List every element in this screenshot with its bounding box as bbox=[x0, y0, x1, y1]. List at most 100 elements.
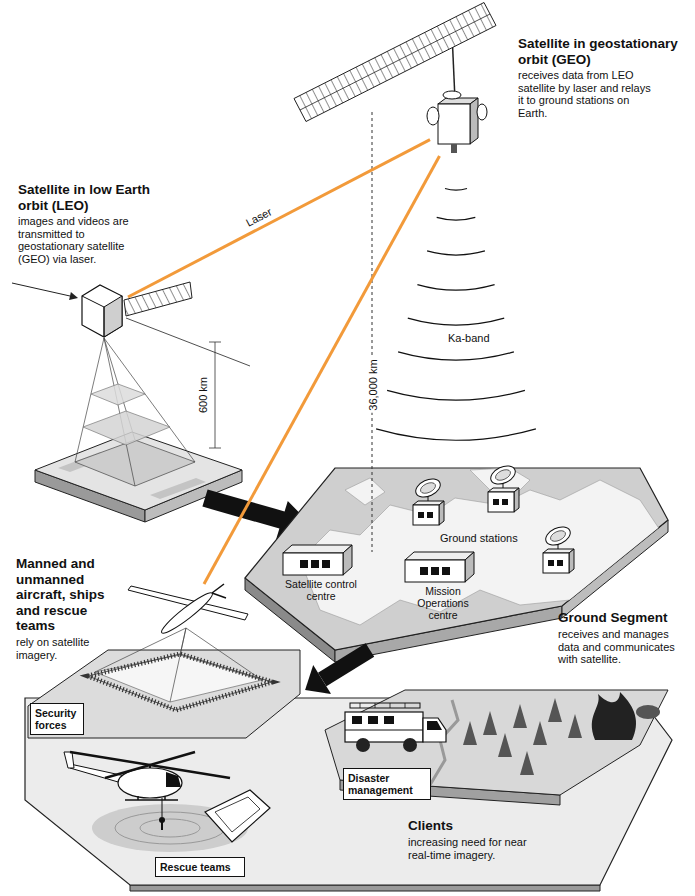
ground-station-dishes bbox=[557, 560, 563, 566]
leo-satellite bbox=[12, 283, 70, 296]
rescue-scene bbox=[70, 752, 230, 778]
disaster-scene bbox=[520, 751, 534, 775]
edge-label: Laser bbox=[242, 204, 276, 231]
leo-footprint bbox=[104, 338, 135, 486]
leo-satellite bbox=[124, 282, 192, 316]
ka-band-waves bbox=[376, 429, 536, 440]
ground-station-dishes bbox=[549, 529, 567, 544]
flow-arrow bbox=[305, 643, 374, 694]
ground-station-dishes bbox=[413, 505, 439, 525]
ground-station-dishes bbox=[418, 512, 424, 518]
satellite-node: Satellite in geostationary orbit (GEO)re… bbox=[430, 96, 482, 156]
disaster-scene bbox=[463, 721, 477, 745]
label-box: Rescue teams bbox=[155, 857, 245, 877]
ground-segment-panel bbox=[300, 480, 660, 625]
dimension-label: Ka-band bbox=[446, 331, 492, 345]
ka-band-waves bbox=[445, 189, 467, 191]
ground-station-dishes bbox=[514, 488, 519, 512]
disaster-scene bbox=[405, 703, 406, 708]
ground-station-dishes bbox=[413, 475, 443, 500]
control-buildings bbox=[343, 545, 352, 575]
heading-text: Satellite in geostationary orbit (GEO) bbox=[518, 36, 686, 67]
label-box: Security forces bbox=[30, 703, 84, 735]
altitude-line bbox=[372, 112, 373, 552]
ground-station-dishes bbox=[439, 501, 444, 525]
heading-text: Ground Segment bbox=[558, 610, 693, 626]
geo-satellite bbox=[470, 98, 478, 144]
aircraft-node: Manned and unmanned aircraft, ships and … bbox=[126, 584, 250, 642]
rescue-scene bbox=[140, 819, 200, 837]
disaster-scene bbox=[350, 703, 420, 708]
control-buildings bbox=[405, 560, 465, 582]
ka-band-waves bbox=[408, 318, 504, 325]
ground-station-dishes bbox=[493, 499, 499, 505]
control-buildings bbox=[322, 560, 330, 568]
disaster-scene bbox=[360, 703, 405, 708]
body-text: Ground stations bbox=[440, 532, 535, 545]
rescue-scene bbox=[105, 752, 195, 778]
disaster-scene bbox=[533, 721, 547, 745]
leo-satellite bbox=[82, 285, 122, 337]
control-buildings bbox=[420, 567, 428, 575]
rescue-scene bbox=[205, 790, 270, 842]
rescue-scene bbox=[164, 796, 166, 800]
security-scene bbox=[28, 650, 300, 738]
control-buildings bbox=[405, 552, 474, 560]
rescue-scene bbox=[162, 798, 163, 817]
rescue-scene bbox=[70, 752, 230, 778]
laser-link bbox=[128, 140, 430, 297]
building-node: Satellite control centre bbox=[280, 543, 362, 618]
ground-station-dishes bbox=[488, 492, 514, 512]
disaster-scene bbox=[345, 730, 423, 731]
disaster-scene bbox=[636, 705, 660, 719]
ka-band-waves bbox=[417, 285, 494, 290]
box-label: Rescue teams bbox=[160, 861, 240, 873]
altitude-line bbox=[372, 112, 373, 552]
disaster-scene bbox=[568, 714, 582, 738]
segment-panel: Ground Segmentreceives and manages data … bbox=[245, 465, 670, 650]
body-text: images and videos are transmitted to geo… bbox=[18, 215, 146, 266]
label-box: Disaster management bbox=[343, 768, 431, 800]
dimension-line bbox=[215, 342, 216, 448]
clients-panel bbox=[130, 885, 600, 891]
rescue-scene bbox=[215, 797, 260, 832]
rescue-scene bbox=[161, 822, 163, 830]
leo-satellite bbox=[69, 292, 78, 300]
disaster-scene bbox=[592, 692, 636, 740]
ground-station-group: Ground stations bbox=[405, 460, 580, 580]
leo-satellite bbox=[82, 296, 104, 337]
disaster-scene bbox=[498, 733, 512, 757]
control-buildings bbox=[283, 545, 352, 553]
drone bbox=[158, 589, 215, 637]
control-buildings bbox=[283, 553, 343, 575]
disaster-scene bbox=[368, 716, 378, 724]
ka-band-waves bbox=[387, 390, 525, 400]
geo-satellite bbox=[438, 104, 470, 144]
control-buildings bbox=[431, 567, 439, 575]
caption-text: Satellite control centre bbox=[283, 578, 359, 602]
ground-station-dishes bbox=[543, 523, 573, 548]
drone bbox=[212, 584, 224, 593]
control-buildings bbox=[442, 567, 450, 575]
leo-satellite bbox=[104, 296, 122, 337]
dimension-label: 36,000 km bbox=[365, 357, 379, 412]
security-scene bbox=[95, 628, 262, 702]
laser-link bbox=[204, 156, 440, 584]
arrow-head bbox=[305, 665, 331, 694]
disaster-scene bbox=[463, 698, 582, 775]
body-text: increasing need for near real-time image… bbox=[408, 836, 548, 861]
security-scene bbox=[186, 628, 262, 680]
rescue-scene bbox=[137, 796, 139, 800]
laser-beam bbox=[128, 140, 430, 297]
rescue-scene bbox=[115, 812, 225, 844]
arrow-shaft bbox=[318, 643, 374, 686]
body-text: receives data from LEO satellite by lase… bbox=[518, 69, 653, 120]
disaster-scene bbox=[403, 738, 417, 752]
dimension-line bbox=[209, 342, 221, 448]
disaster-scene bbox=[423, 718, 446, 742]
leo-footprint bbox=[75, 440, 195, 486]
laser-beam bbox=[204, 156, 440, 584]
body-text: rely on satellite imagery. bbox=[16, 636, 118, 661]
disaster-scene bbox=[390, 703, 391, 708]
geo-satellite bbox=[477, 104, 487, 120]
